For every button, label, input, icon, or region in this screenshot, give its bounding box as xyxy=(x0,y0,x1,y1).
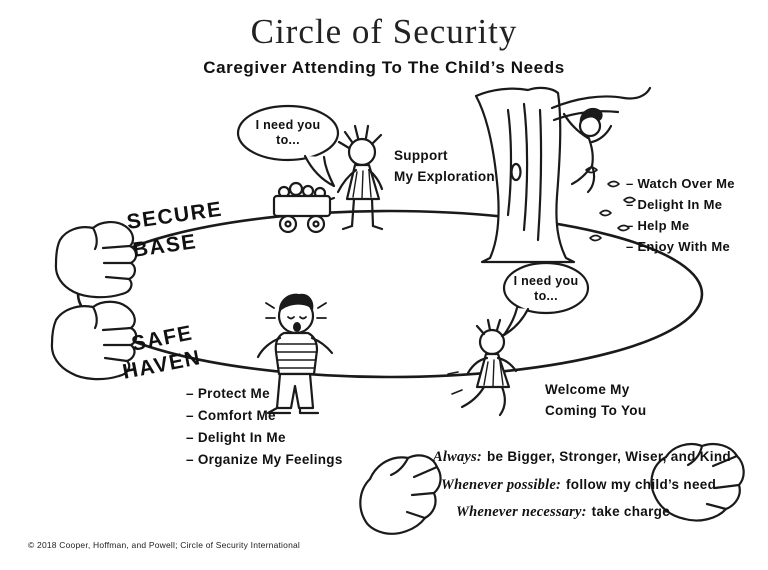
top-needs-list: – Watch Over Me – Delight In Me – Help M… xyxy=(626,173,735,257)
principle-always-text: be Bigger, Stronger, Wiser, and Kind xyxy=(486,449,731,464)
principle-always: Always: be Bigger, Stronger, Wiser, and K… xyxy=(433,449,731,466)
welcome-coming-line1: Welcome My xyxy=(545,382,630,397)
speech-bubble-top-text: I need you to... xyxy=(255,118,321,147)
speech-bubble-bottom-text: I need you to... xyxy=(513,274,579,303)
need-item: – Help Me xyxy=(626,218,690,233)
speech-bubble-top xyxy=(236,104,340,188)
need-item: – Delight In Me xyxy=(626,197,723,212)
need-item: – Enjoy With Me xyxy=(626,239,731,254)
holding-hand-left-illustration xyxy=(359,454,442,535)
returning-child-illustration xyxy=(447,318,518,417)
copyright-notice: © 2018 Cooper, Hoffman, and Powell; Circ… xyxy=(28,540,301,550)
wagon-illustration xyxy=(272,181,336,234)
support-exploration-line1: Support xyxy=(394,148,448,163)
need-item: – Organize My Feelings xyxy=(186,452,343,467)
need-item: – Watch Over Me xyxy=(626,176,735,191)
climbing-child-illustration xyxy=(562,107,613,194)
page-subtitle: Caregiver Attending To The Child’s Needs xyxy=(203,58,565,77)
need-item: – Delight In Me xyxy=(186,430,286,445)
safe-haven-hand-illustration xyxy=(50,300,138,381)
need-item: – Protect Me xyxy=(186,386,270,401)
need-item: – Comfort Me xyxy=(186,408,276,423)
crying-child-illustration xyxy=(256,293,334,415)
principle-whenever-possible-text: follow my child’s need xyxy=(566,477,717,492)
bottom-needs-list: – Protect Me – Comfort Me – Delight In M… xyxy=(186,383,343,471)
principle-always-prefix: Always: xyxy=(433,449,482,465)
welcome-coming-label: Welcome My Coming To You xyxy=(545,379,646,421)
principle-whenever-necessary-prefix: Whenever necessary: xyxy=(456,504,587,520)
falling-leaves-illustration xyxy=(585,166,636,242)
principle-whenever-possible-prefix: Whenever possible: xyxy=(441,477,561,493)
speech-bubble-bottom xyxy=(502,261,590,337)
principle-whenever-necessary-text: take charge xyxy=(591,504,670,519)
support-exploration-label: Support My Exploration xyxy=(394,145,495,187)
secure-base-hand-illustration xyxy=(54,221,138,299)
support-exploration-line2: My Exploration xyxy=(394,169,495,184)
holding-hand-right-illustration xyxy=(650,442,745,522)
principle-whenever-necessary: Whenever necessary: take charge xyxy=(456,504,670,521)
welcome-coming-line2: Coming To You xyxy=(545,403,647,418)
principle-whenever-possible: Whenever possible: follow my child’s need xyxy=(441,477,716,494)
exploring-child-illustration xyxy=(336,124,384,231)
page-title: Circle of Security xyxy=(250,12,518,51)
